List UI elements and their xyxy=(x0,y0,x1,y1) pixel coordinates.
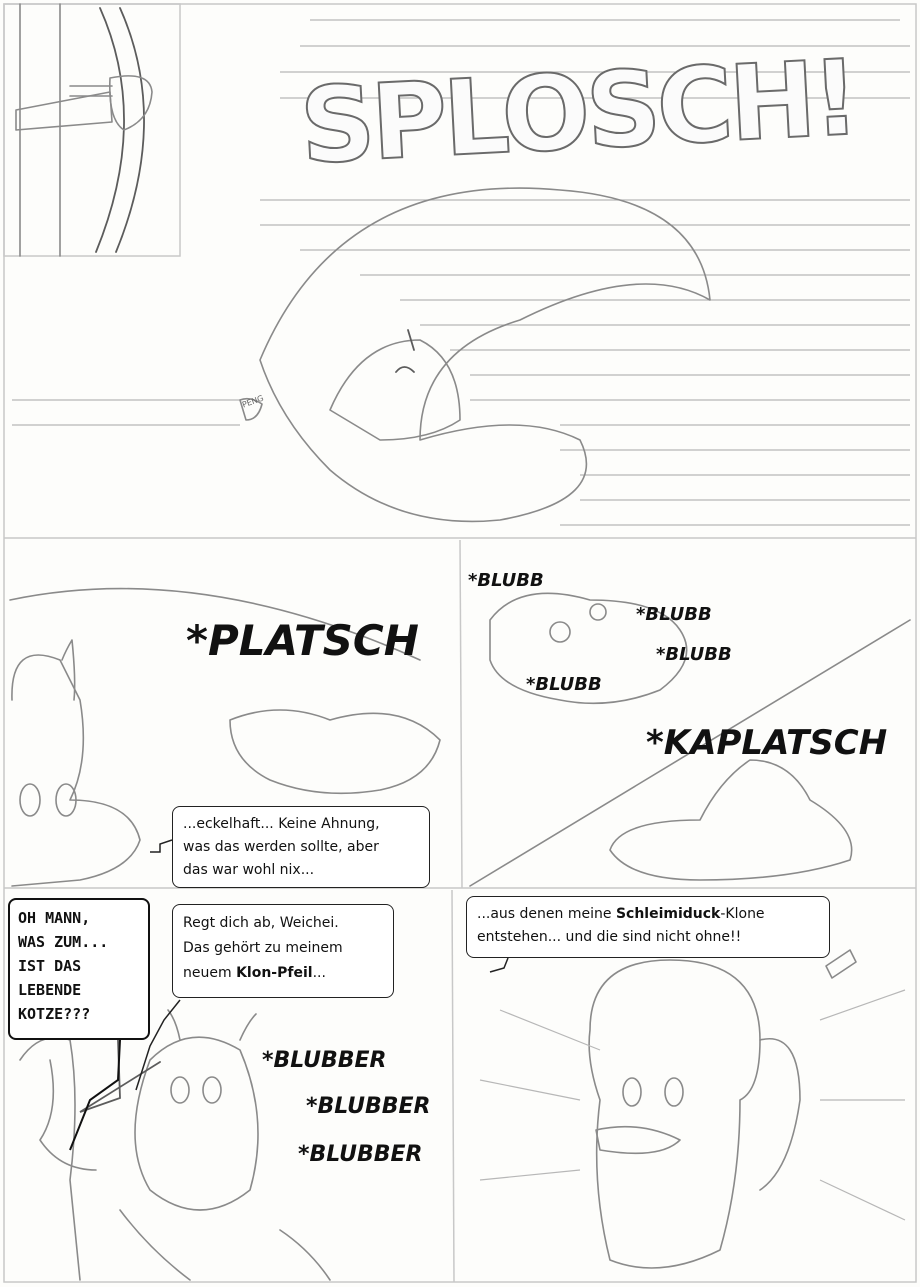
speech-bubble-weichei: Regt dich ab, Weichei. Das gehört zu mei… xyxy=(172,904,394,998)
sfx-blubb-1: *BLUBB xyxy=(468,570,544,591)
bubble-line: Regt dich ab, Weichei. xyxy=(183,915,339,931)
bubble-line: ...eckelhaft... Keine Ahnung, xyxy=(183,816,380,832)
sfx-blubber-1: *BLUBBER xyxy=(262,1048,387,1073)
slime-duck-clone-illustration xyxy=(479,949,906,1269)
sfx-blubber-2: *BLUBBER xyxy=(306,1094,431,1119)
bubble-line: Das gehört zu meinem xyxy=(183,940,343,956)
bubble-line: neuem Klon-Pfeil... xyxy=(183,961,383,986)
sfx-blubber-3: *BLUBBER xyxy=(298,1142,423,1167)
princess-and-bull-illustration xyxy=(19,1009,331,1281)
schleimiduck-term: Schleimiduck xyxy=(615,906,721,922)
bubble-line: WAS ZUM... xyxy=(18,933,109,951)
sfx-kaplatsch: *KAPLATSCH xyxy=(646,723,888,763)
panel-bow-frame xyxy=(3,3,181,257)
panel-frames xyxy=(3,3,917,1283)
bubble-line: OH MANN, xyxy=(18,909,91,927)
sfx-platsch: *PLATSCH xyxy=(186,616,419,665)
bubbling-puddle-illustration xyxy=(469,592,911,887)
bubble-line: IST DAS xyxy=(18,957,82,975)
bubble-line: ...aus denen meine Schleimiduck-Klone xyxy=(477,903,819,926)
sfx-blubb-3: *BLUBB xyxy=(656,644,732,665)
bubble-text: neuem xyxy=(183,965,237,981)
speech-bubble-oh-mann: OH MANN, WAS ZUM... IST DAS LEBENDE KOTZ… xyxy=(8,898,150,1040)
panel-divider-middle-vertical xyxy=(459,539,463,889)
bubble-line: das war wohl nix... xyxy=(183,862,315,878)
slime-splash-arc xyxy=(239,187,711,523)
page-border xyxy=(3,3,917,1283)
bubble-line: entstehen... und die sind nicht ohne!! xyxy=(477,929,742,945)
speech-bubble-tails xyxy=(69,839,509,1151)
bubble-text: -Klone xyxy=(720,906,765,922)
bubble-line: KOTZE??? xyxy=(18,1005,91,1023)
bow-closeup-illustration xyxy=(15,3,153,257)
sfx-blubb-4: *BLUBB xyxy=(526,674,602,695)
bubble-text: ... xyxy=(312,965,326,981)
klon-pfeil-term: Klon-Pfeil xyxy=(236,965,313,981)
speech-bubble-eckelhaft: ...eckelhaft... Keine Ahnung, was das we… xyxy=(172,806,430,888)
splash-speed-lines xyxy=(12,19,910,526)
bubble-line: was das werden sollte, aber xyxy=(183,839,379,855)
sfx-blubb-2: *BLUBB xyxy=(636,604,712,625)
bubble-text: ...aus denen meine xyxy=(477,906,616,922)
sfx-splosch: SPLOSCH! xyxy=(296,36,859,189)
bull-and-splat-illustration xyxy=(9,587,441,887)
bubble-line: LEBENDE xyxy=(18,981,82,999)
speech-bubble-klone: ...aus denen meine Schleimiduck-Klone en… xyxy=(466,896,830,958)
panel-divider-bottom-vertical xyxy=(451,889,455,1283)
